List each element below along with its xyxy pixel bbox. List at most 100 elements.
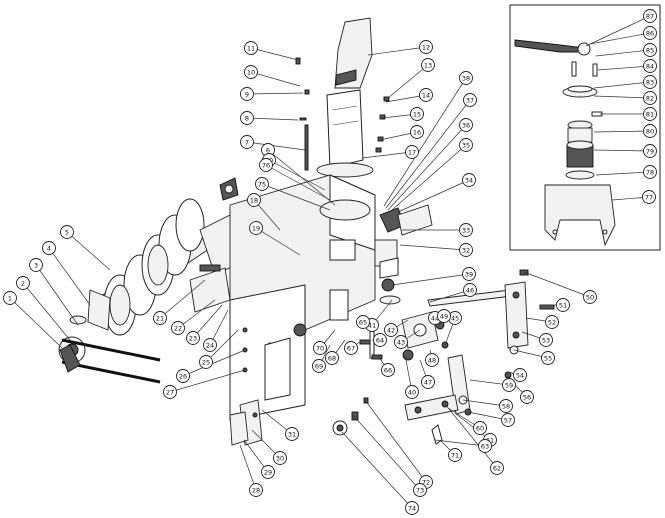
bottom-hardware bbox=[332, 327, 383, 436]
callout-39: 39 bbox=[462, 267, 476, 281]
callout-73: 73 bbox=[413, 483, 427, 497]
callout-87: 87 bbox=[643, 9, 657, 23]
callout-number: 70 bbox=[316, 344, 324, 352]
callout-circle bbox=[384, 323, 398, 337]
callout-circle bbox=[459, 223, 473, 237]
main-housing bbox=[229, 174, 376, 421]
callout-circle bbox=[642, 190, 656, 204]
leader-line-13 bbox=[387, 64, 429, 99]
callout-number: 55 bbox=[544, 354, 552, 362]
callout-number: 87 bbox=[646, 12, 654, 20]
callout-circle bbox=[643, 144, 657, 158]
callout-number: 54 bbox=[516, 371, 524, 379]
callout-circle bbox=[643, 59, 657, 73]
callout-number: 85 bbox=[646, 46, 654, 54]
leader-line-26 bbox=[182, 349, 246, 377]
callout-circle bbox=[171, 321, 185, 335]
callout-circle bbox=[502, 378, 516, 392]
callout-number: 19 bbox=[252, 224, 260, 232]
callout-84: 84 bbox=[643, 59, 657, 73]
callout-circle bbox=[240, 87, 254, 101]
callout-circle bbox=[541, 351, 555, 365]
callout-number: 35 bbox=[462, 141, 470, 149]
callout-30: 30 bbox=[273, 451, 287, 465]
leader-line-3 bbox=[35, 264, 79, 326]
callout-65: 65 bbox=[356, 315, 370, 329]
leader-line-73 bbox=[351, 413, 421, 491]
callout-circle bbox=[583, 290, 597, 304]
callout-circle bbox=[410, 125, 424, 139]
callout-number: 52 bbox=[548, 318, 556, 326]
callout-55: 55 bbox=[541, 351, 555, 365]
callout-number: 43 bbox=[397, 338, 405, 346]
callout-16: 16 bbox=[410, 125, 424, 139]
leader-line-22 bbox=[177, 299, 216, 329]
callout-circle bbox=[459, 71, 473, 85]
callout-1: 1 bbox=[3, 291, 17, 305]
callout-number: 76 bbox=[262, 161, 270, 169]
leader-line-17 bbox=[361, 151, 413, 159]
callout-54: 54 bbox=[513, 368, 527, 382]
callout-51: 51 bbox=[556, 298, 570, 312]
leader-line-72 bbox=[364, 399, 427, 483]
callout-circle bbox=[463, 283, 477, 297]
leader-line-76 bbox=[265, 164, 331, 201]
leader-line-80 bbox=[593, 130, 651, 133]
callout-circle bbox=[513, 368, 527, 382]
callout-circle bbox=[643, 75, 657, 89]
leader-line-4 bbox=[48, 247, 91, 306]
callout-number: 30 bbox=[276, 454, 284, 462]
leader-line-28 bbox=[239, 444, 257, 491]
leader-line-9 bbox=[246, 92, 304, 95]
callout-53: 53 bbox=[539, 333, 553, 347]
leader-line-27 bbox=[169, 369, 246, 393]
callout-70: 70 bbox=[313, 341, 327, 355]
callout-17: 17 bbox=[405, 145, 419, 159]
callout-number: 65 bbox=[359, 318, 367, 326]
callout-75: 75 bbox=[255, 177, 269, 191]
callout-circle bbox=[261, 465, 275, 479]
callout-circle bbox=[473, 421, 487, 435]
callout-50: 50 bbox=[583, 290, 597, 304]
callout-number: 39 bbox=[465, 270, 473, 278]
callout-number: 61 bbox=[486, 436, 494, 444]
callout-number: 6 bbox=[266, 146, 270, 154]
callout-81: 81 bbox=[643, 107, 657, 121]
skid-shoes bbox=[229, 399, 263, 446]
callout-circle bbox=[259, 158, 273, 172]
callout-13: 13 bbox=[421, 58, 435, 72]
leader-line-5 bbox=[66, 231, 111, 271]
callout-number: 44 bbox=[431, 314, 439, 322]
callout-circle bbox=[356, 315, 370, 329]
callout-number: 79 bbox=[646, 147, 654, 155]
callout-83: 83 bbox=[643, 75, 657, 89]
callout-circle bbox=[373, 333, 387, 347]
callout-number: 56 bbox=[523, 393, 531, 401]
callout-24: 24 bbox=[203, 338, 217, 352]
callout-number: 67 bbox=[347, 344, 355, 352]
callout-number: 59 bbox=[505, 381, 513, 389]
callout-5: 5 bbox=[60, 225, 74, 239]
callout-number: 81 bbox=[646, 110, 654, 118]
callout-80: 80 bbox=[643, 124, 657, 138]
callout-number: 75 bbox=[258, 180, 266, 188]
callout-77: 77 bbox=[642, 190, 656, 204]
callout-49: 49 bbox=[437, 309, 451, 323]
callout-circle bbox=[462, 173, 476, 187]
callout-number: 17 bbox=[408, 148, 416, 156]
callout-28: 28 bbox=[249, 483, 263, 497]
callout-38: 38 bbox=[459, 71, 473, 85]
callout-number: 63 bbox=[481, 442, 489, 450]
leader-line-38 bbox=[383, 77, 467, 207]
callout-circle bbox=[203, 338, 217, 352]
callout-14: 14 bbox=[419, 88, 433, 102]
callout-number: 18 bbox=[250, 196, 258, 204]
callout-circle bbox=[463, 93, 477, 107]
callout-circle bbox=[643, 124, 657, 138]
callout-number: 11 bbox=[247, 44, 255, 52]
callout-circle bbox=[240, 111, 254, 125]
leader-line-87 bbox=[585, 15, 651, 47]
callout-number: 86 bbox=[646, 29, 654, 37]
callout-number: 14 bbox=[422, 91, 430, 99]
